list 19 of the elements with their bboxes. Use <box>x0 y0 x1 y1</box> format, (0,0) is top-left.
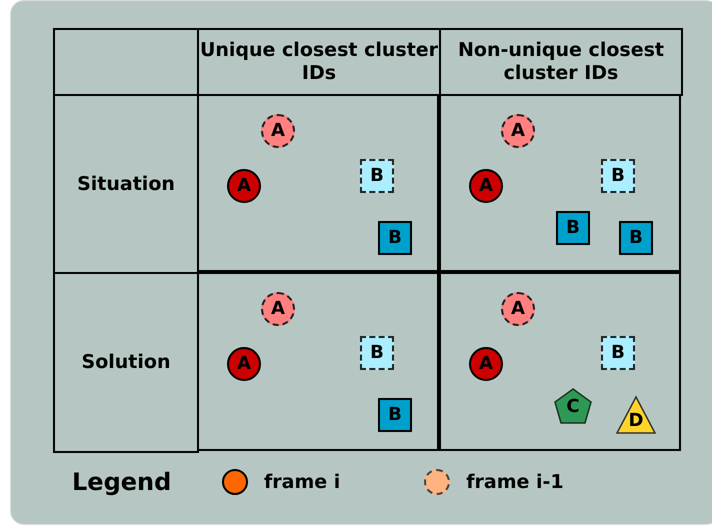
table-cell <box>439 272 681 451</box>
column-header: Non-unique closest cluster IDs <box>439 28 683 96</box>
table-cell <box>197 272 439 451</box>
cluster-square: B <box>378 398 412 432</box>
legend-label: frame i <box>264 470 340 495</box>
row-header: Solution <box>53 272 199 453</box>
previous-cluster-square: B <box>360 159 394 193</box>
previous-cluster-square: B <box>601 336 635 370</box>
previous-cluster-square: B <box>601 159 635 193</box>
cluster-triangle: D <box>615 395 657 435</box>
cluster-square: B <box>556 211 590 245</box>
table-cell <box>197 94 439 272</box>
cluster-square: B <box>619 221 653 255</box>
legend-title: Legend <box>72 467 172 498</box>
legend-label: frame i-1 <box>466 470 564 495</box>
cluster-square: B <box>378 221 412 255</box>
previous-cluster-square: B <box>360 336 394 370</box>
cluster-pentagon: C <box>552 387 594 427</box>
table-cell <box>439 94 681 272</box>
